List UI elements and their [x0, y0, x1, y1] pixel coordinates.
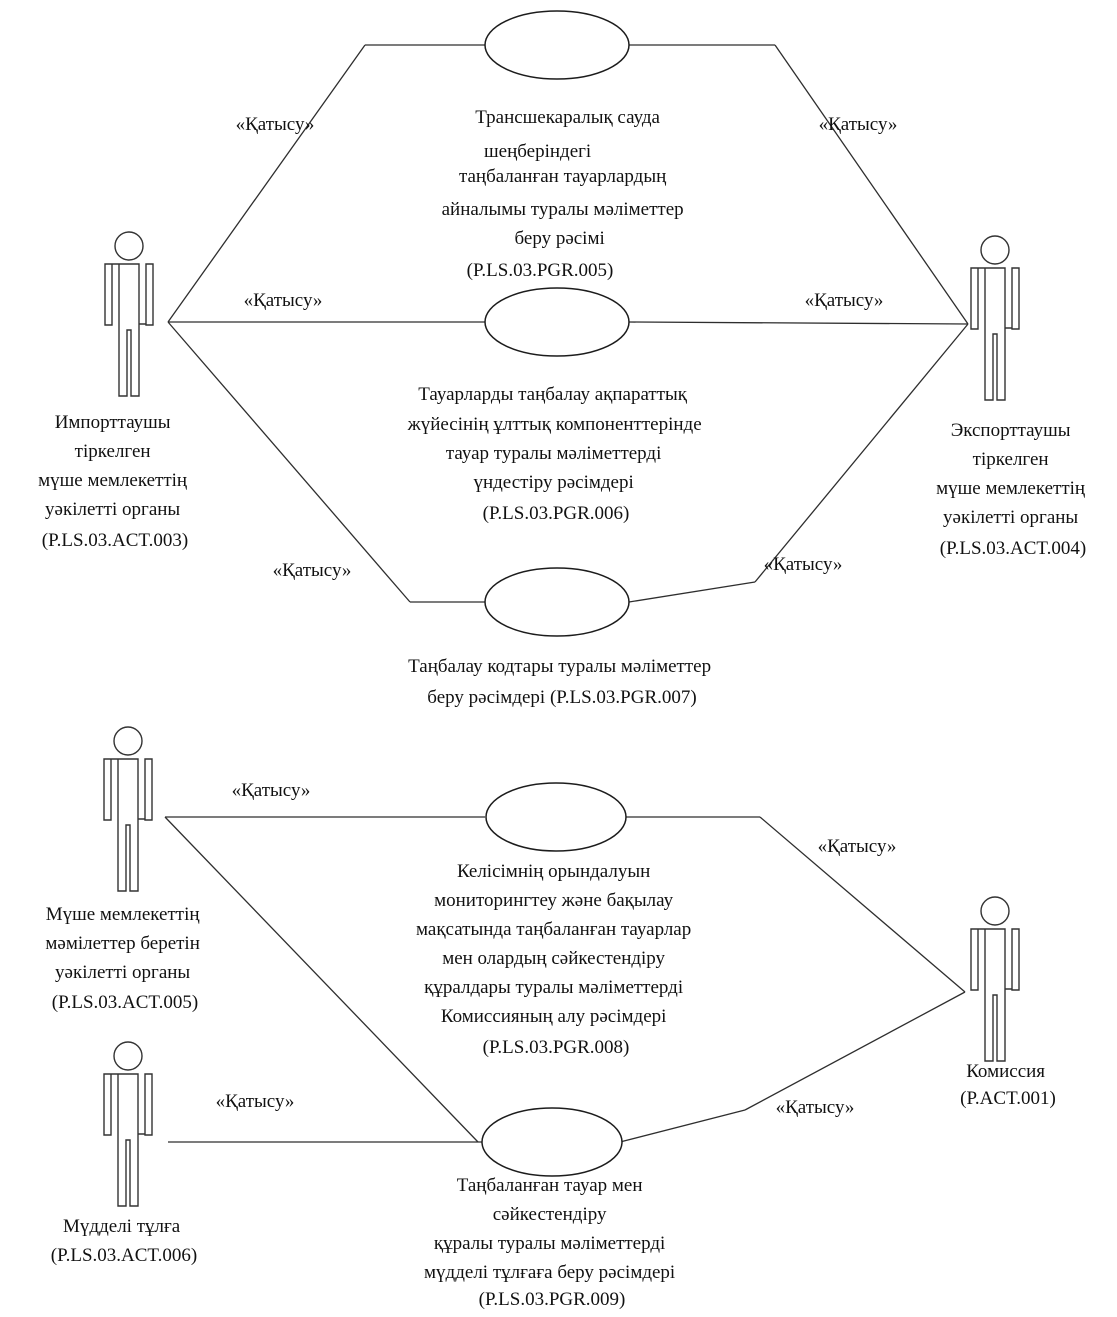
link-commission-pgr009-bottom: [619, 1109, 746, 1143]
actor-commission-icon: [970, 896, 1020, 1062]
link-exporter-pgr007-bottom: [628, 581, 756, 603]
use-case-ovals: [481, 10, 630, 1177]
stereotype-label: «Қатысу»: [764, 554, 843, 575]
link-exporter-pgr005: [774, 44, 969, 325]
link-importer-pgr007: [167, 321, 411, 603]
stereotype-label: «Қатысу»: [818, 836, 897, 857]
actor-importer-label: Импорттаушы тіркелген мүше мемлекеттің у…: [38, 412, 192, 551]
use-case-pgr006-label: Тауарларды таңбалау ақпараттық жүйесінің…: [407, 384, 707, 524]
link-member-pgr009: [164, 816, 479, 1143]
stereotype-label: «Қатысу»: [244, 290, 323, 311]
use-case-pgr007-oval: [484, 567, 630, 637]
stereotype-labels: «Қатысу» «Қатысу» «Қатысу» «Қатысу» «Қат…: [216, 114, 898, 1118]
actor-importer-icon: [104, 231, 154, 397]
use-case-pgr009-oval: [481, 1107, 623, 1177]
link-exporter-pgr006: [628, 321, 969, 325]
association-lines: [164, 44, 969, 1143]
actor-exporter-label: Экспорттаушы тіркелген мүше мемлекеттің …: [936, 420, 1090, 559]
actor-member-state-icon: [103, 726, 153, 892]
link-exporter-pgr007: [754, 323, 969, 583]
link-importer-pgr005: [167, 44, 366, 323]
use-case-pgr005-oval: [484, 10, 630, 80]
use-case-pgr008-label: Келісімнің орындалуын мониторингтеу және…: [416, 861, 696, 1058]
stereotype-label: «Қатысу»: [232, 780, 311, 801]
stereotype-label: «Қатысу»: [819, 114, 898, 135]
actor-exporter-icon: [970, 235, 1020, 401]
link-commission-pgr009: [744, 991, 966, 1111]
use-case-pgr007-label: Таңбалау кодтары туралы мәліметтер беру …: [408, 656, 716, 708]
actor-member-state-label: Мүше мемлекеттің мәмілеттер беретін уәкі…: [45, 904, 204, 1013]
use-case-pgr006-oval: [484, 287, 630, 357]
stereotype-label: «Қатысу»: [776, 1097, 855, 1118]
use-case-pgr008-oval: [485, 782, 627, 852]
stereotype-label: «Қатысу»: [273, 560, 352, 581]
stereotype-label: «Қатысу»: [805, 290, 884, 311]
actor-interested-icon: [103, 1041, 153, 1207]
link-commission-pgr008-diag: [759, 816, 966, 993]
stereotype-label: «Қатысу»: [216, 1091, 295, 1112]
stereotype-label: «Қатысу»: [236, 114, 315, 135]
actor-commission-label: Комиссия (P.ACT.001): [960, 1061, 1056, 1109]
actor-interested-label: Мүдделі тұлға (P.LS.03.ACT.006): [51, 1216, 197, 1266]
use-case-pgr009-label: Таңбаланған тауар мен сәйкестендіру құра…: [424, 1175, 680, 1310]
use-case-pgr005-label: Трансшекаралық сауда шеңберіндегі таңбал…: [442, 107, 689, 281]
